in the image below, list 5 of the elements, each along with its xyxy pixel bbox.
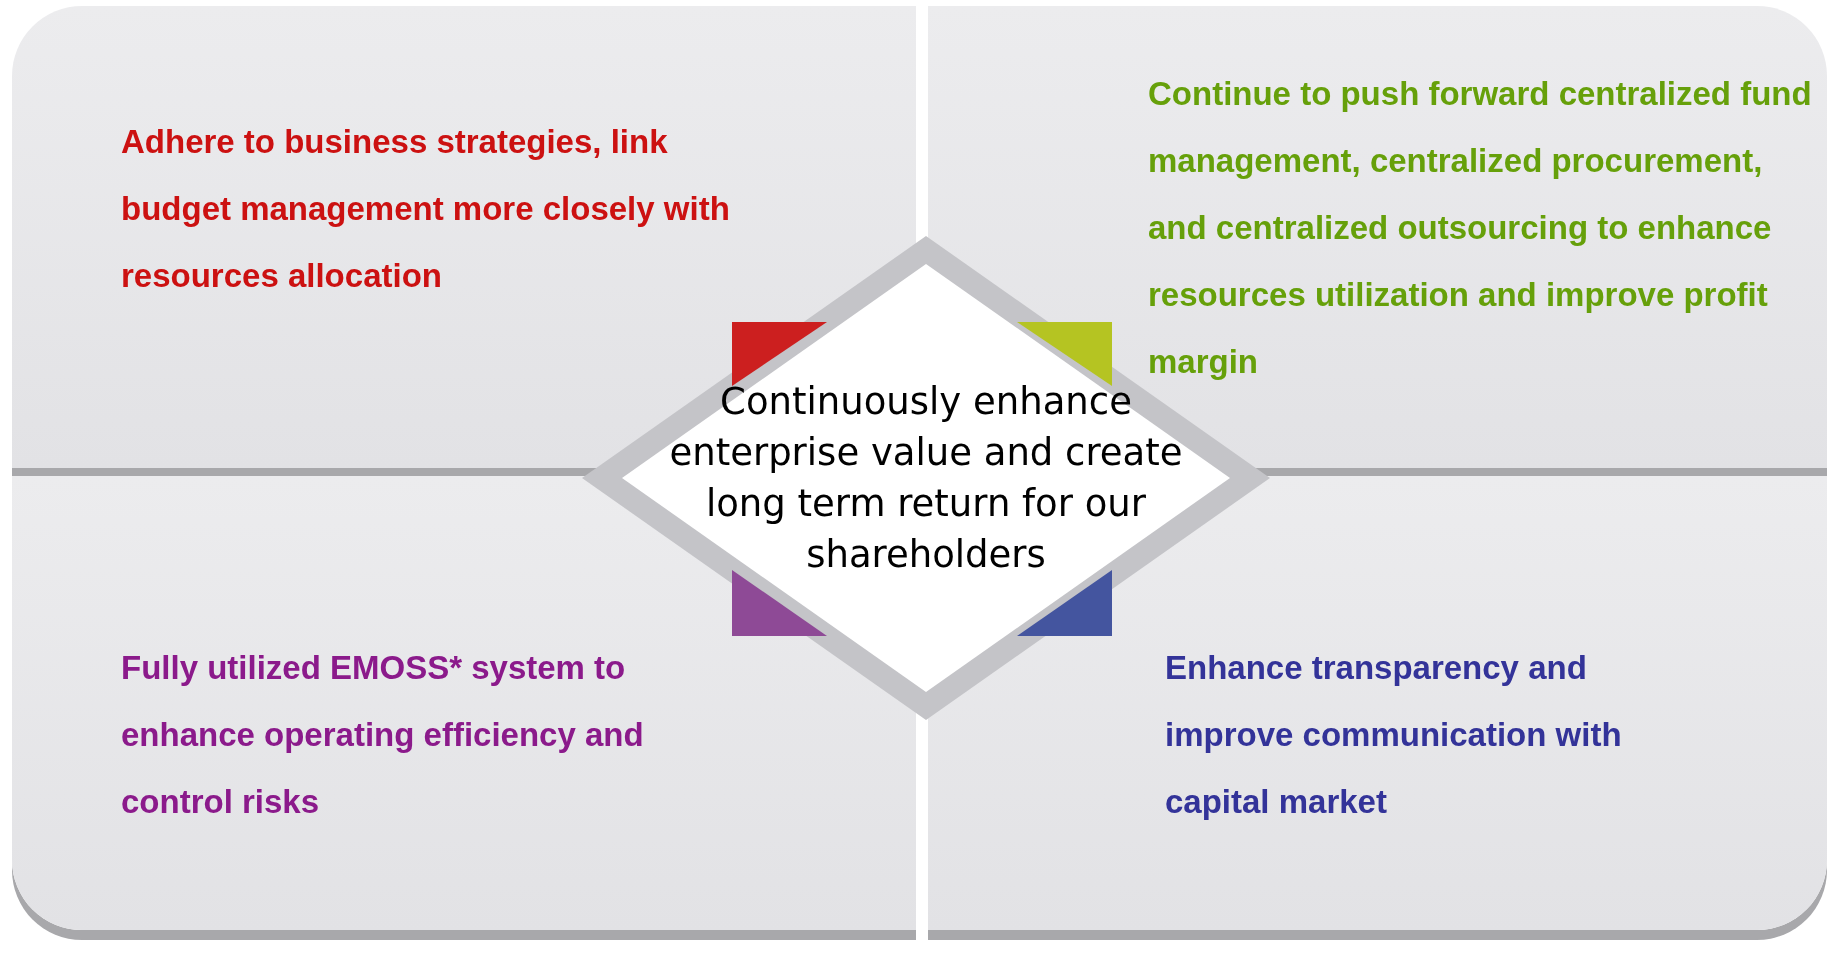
goal-text: Adhere to business strategies, link budget management more closely with resources allocation bbox=[121, 122, 731, 296]
goal-text: Continue to push forward centralized fund management, centralized procurement, and centralized outsourcing to enhance resources utilization and improve profit margin bbox=[1148, 74, 1813, 382]
goal-text: Fully utilized EMOSS* system to enhance operating efficiency and control risks bbox=[121, 648, 645, 822]
goal-text: Enhance transparency and improve communication with capital market bbox=[1165, 648, 1623, 822]
center-goal-text: Continuously enhance enterprise value and create long term return for our shareholders bbox=[668, 380, 1184, 578]
